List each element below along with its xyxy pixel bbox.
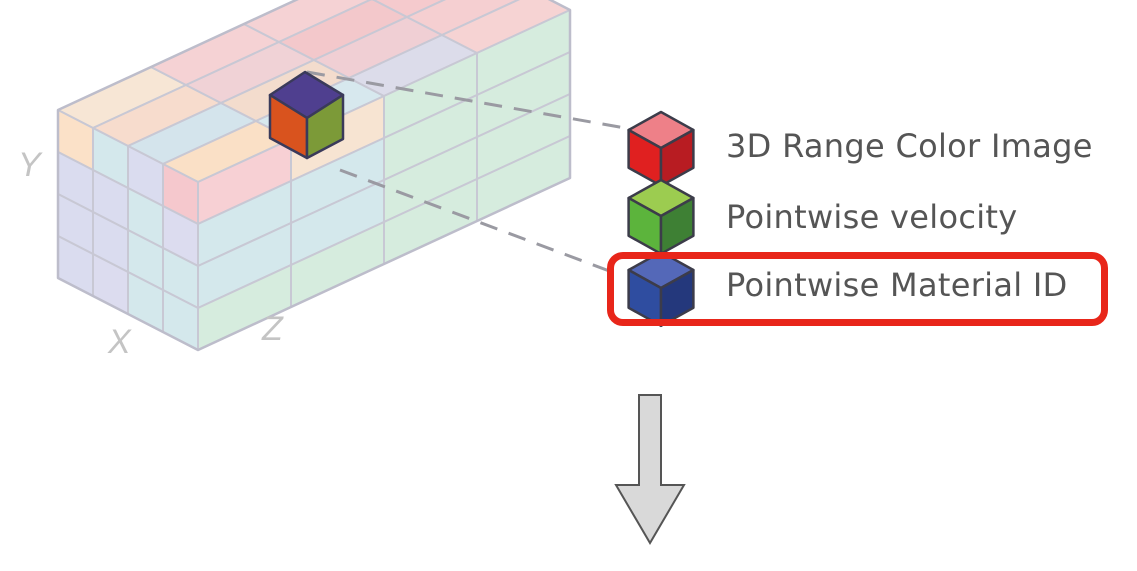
- legend-icons: [627, 110, 695, 328]
- cube-right-face: [659, 128, 695, 188]
- voxel-grid-cube: [56, 0, 572, 352]
- axis-label-y: Y: [18, 146, 41, 184]
- highlight-box-material: [607, 252, 1108, 326]
- axis-label-x: X: [108, 323, 131, 361]
- voxel-grid-outline: [56, 0, 572, 352]
- legend-label-rgb: 3D Range Color Image: [726, 127, 1093, 165]
- voxel-top-cell: [406, 0, 521, 36]
- legend-label-velocity: Pointwise velocity: [726, 198, 1018, 236]
- highlighted-voxel-cube: [268, 70, 345, 160]
- callout-line-bottom: [339, 168, 613, 274]
- voxel-top-cell: [371, 0, 447, 18]
- callout-lines: [306, 70, 626, 274]
- callout-line-top: [306, 70, 626, 130]
- down-arrow: [614, 394, 686, 545]
- legend-label-material: Pointwise Material ID: [726, 266, 1068, 304]
- green-cube-icon: [627, 178, 695, 256]
- cube-right-face: [659, 268, 695, 328]
- axis-label-z: Z: [262, 310, 283, 348]
- red-cube-icon: [627, 110, 695, 188]
- down-arrow-icon: [614, 394, 686, 545]
- cube-right-face: [659, 196, 695, 256]
- hl-cube-right-face: [305, 93, 345, 160]
